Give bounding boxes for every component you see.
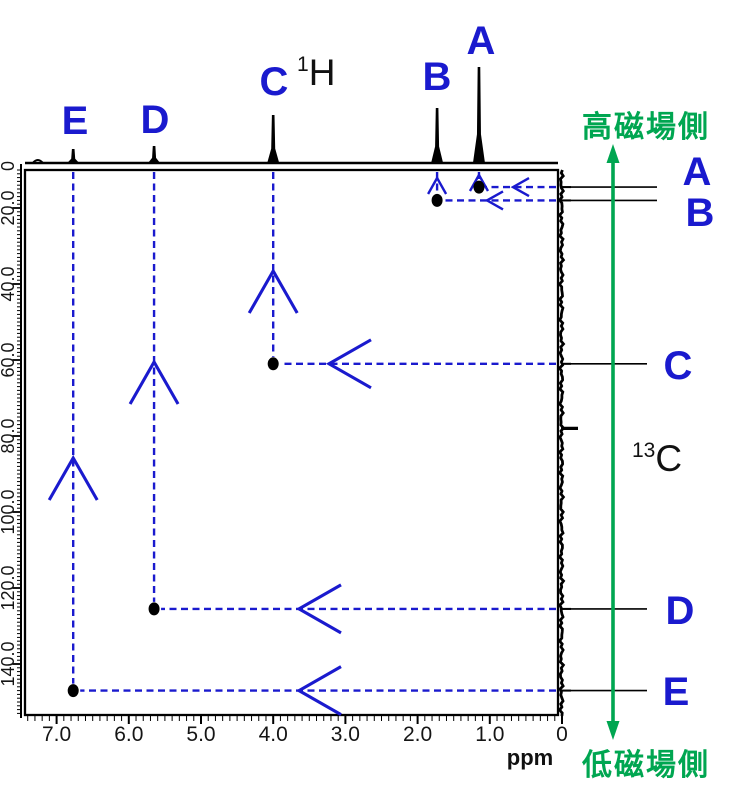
c13-axis-nucleus-label: 13C	[632, 438, 682, 480]
peak-label-right-D: D	[666, 589, 695, 633]
h1-tick-label-5.0: 5.0	[186, 723, 215, 746]
h1-tick-label-7.0: 7.0	[42, 723, 71, 746]
c13-tick-label-20.0: 20.0	[0, 190, 18, 225]
peak-label-top-A: A	[467, 19, 496, 63]
high-field-side-note: 高磁場側	[582, 111, 710, 144]
correlation-dot-E	[67, 684, 79, 698]
c13-tick-label-100.0: 100.0	[0, 489, 18, 534]
peak-label-top-C: C	[260, 60, 289, 104]
c13-symbol: C	[655, 438, 683, 479]
peak-label-top-E: E	[62, 99, 89, 143]
field-arrow-up-head	[606, 144, 620, 163]
left-arrowhead-C	[325, 338, 372, 390]
up-arrowhead-D	[128, 358, 180, 405]
correlation-dot-D	[148, 602, 160, 616]
correlation-dot-C	[267, 357, 279, 371]
c13-trace	[557, 169, 566, 717]
peak-label-right-A: A	[683, 150, 712, 194]
peak-label-right-C: C	[664, 344, 693, 388]
h1-axis-nucleus-label: 1H	[297, 52, 335, 94]
c13-tick-label-120.0: 120.0	[0, 565, 18, 610]
c13-tick-label-60.0: 60.0	[0, 342, 18, 377]
h1-tick-label-0: 0	[556, 723, 568, 746]
h1-peak-C	[267, 115, 280, 163]
peak-label-right-B: B	[686, 191, 715, 235]
correlation-dot-A	[473, 180, 485, 194]
h1-peak-E	[67, 149, 80, 163]
left-arrowhead-A	[510, 177, 530, 198]
up-arrowhead-C	[247, 267, 299, 314]
left-arrowhead-E	[295, 665, 342, 716]
h1-tick-label-4.0: 4.0	[259, 723, 288, 746]
field-arrow-down-head	[606, 721, 620, 740]
h1-tick-label-3.0: 3.0	[331, 723, 360, 746]
h1-tick-label-6.0: 6.0	[114, 723, 143, 746]
c13-tick-label-140.0: 140.0	[0, 641, 18, 686]
ppm-unit-label: ppm	[506, 745, 554, 770]
up-arrowhead-E	[47, 454, 99, 501]
up-arrowhead-B	[427, 175, 448, 195]
h1-tick-label-1.0: 1.0	[475, 723, 504, 746]
peak-label-top-D: D	[141, 98, 170, 142]
left-arrowhead-B	[484, 190, 504, 211]
left-arrowhead-D	[295, 583, 342, 635]
peak-label-top-B: B	[423, 55, 452, 99]
c13-superscript: 13	[632, 439, 656, 462]
h1-minor-bump	[32, 159, 44, 164]
c13-tick-label-40.0: 40.0	[0, 266, 18, 301]
up-arrowhead-A	[468, 172, 490, 192]
h1-peak-A	[472, 67, 485, 163]
c13-tick-label-80.0: 80.0	[0, 418, 18, 453]
correlation-dot-B	[431, 193, 443, 207]
plot-box	[23, 168, 560, 717]
h1-peak-D	[148, 146, 161, 163]
h1-peak-B	[431, 108, 444, 163]
h1-tick-label-2.0: 2.0	[403, 723, 432, 746]
h1-superscript: 1	[297, 53, 309, 76]
low-field-side-note: 低磁場側	[582, 749, 710, 782]
peak-label-right-E: E	[663, 670, 690, 714]
c13-tick-label-0: 0	[0, 161, 18, 171]
h1-symbol: H	[308, 52, 336, 93]
